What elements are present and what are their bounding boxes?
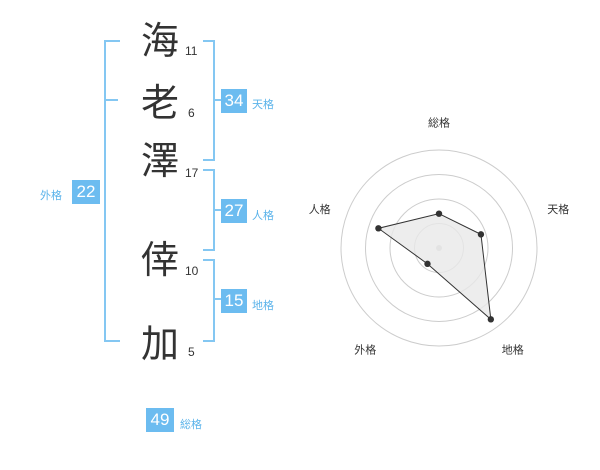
gaikaku-value: 22: [72, 180, 100, 204]
tenkaku-tick: [213, 99, 221, 101]
radar-polygon: [377, 213, 492, 321]
radar-point-5: [375, 225, 382, 232]
radar-point-3: [487, 316, 495, 323]
radar-ring-4: [340, 149, 538, 347]
radar-point-4: [424, 260, 431, 268]
stroke-count-4: 10: [185, 264, 199, 278]
tenkaku-label: 天格: [252, 98, 274, 111]
soukaku-label: 総格: [180, 418, 202, 431]
name-char-3: 澤: [141, 139, 180, 183]
jinkaku-label: 人格: [252, 209, 274, 222]
name-char-2: 老: [141, 81, 180, 125]
jinkaku-value: 27: [221, 199, 247, 223]
radar-ring-2: [389, 198, 489, 298]
radar-axis-label-3: 地格: [502, 342, 524, 356]
stroke-count-3: 17: [185, 166, 199, 180]
gaikaku-bracket: [104, 40, 120, 342]
radar-axis-label-2: 天格: [547, 202, 569, 216]
chikaku-value: 15: [221, 289, 247, 313]
chikaku-bracket: [203, 259, 215, 342]
chikaku-tick: [213, 298, 221, 300]
radar-ring-3: [365, 174, 513, 322]
name-char-1: 海: [141, 19, 180, 63]
radar-axis-label-1: 総格: [428, 116, 450, 130]
chikaku-label: 地格: [252, 299, 274, 312]
radar-axis-label-4: 外格: [354, 342, 376, 356]
stroke-count-2: 6: [188, 106, 195, 120]
stroke-count-5: 5: [188, 345, 195, 359]
radar-point-1: [435, 210, 443, 217]
gaikaku-tick: [104, 99, 118, 101]
stroke-count-1: 11: [185, 44, 198, 58]
radar-point-2: [477, 231, 485, 238]
jinkaku-tick: [213, 209, 221, 211]
tenkaku-value: 34: [221, 89, 247, 113]
name-char-5: 加: [141, 322, 180, 366]
gaikaku-label: 外格: [40, 189, 62, 202]
name-char-4: 倖: [141, 238, 180, 282]
radar-axis-label-5: 人格: [309, 202, 331, 216]
soukaku-value: 49: [146, 408, 174, 432]
